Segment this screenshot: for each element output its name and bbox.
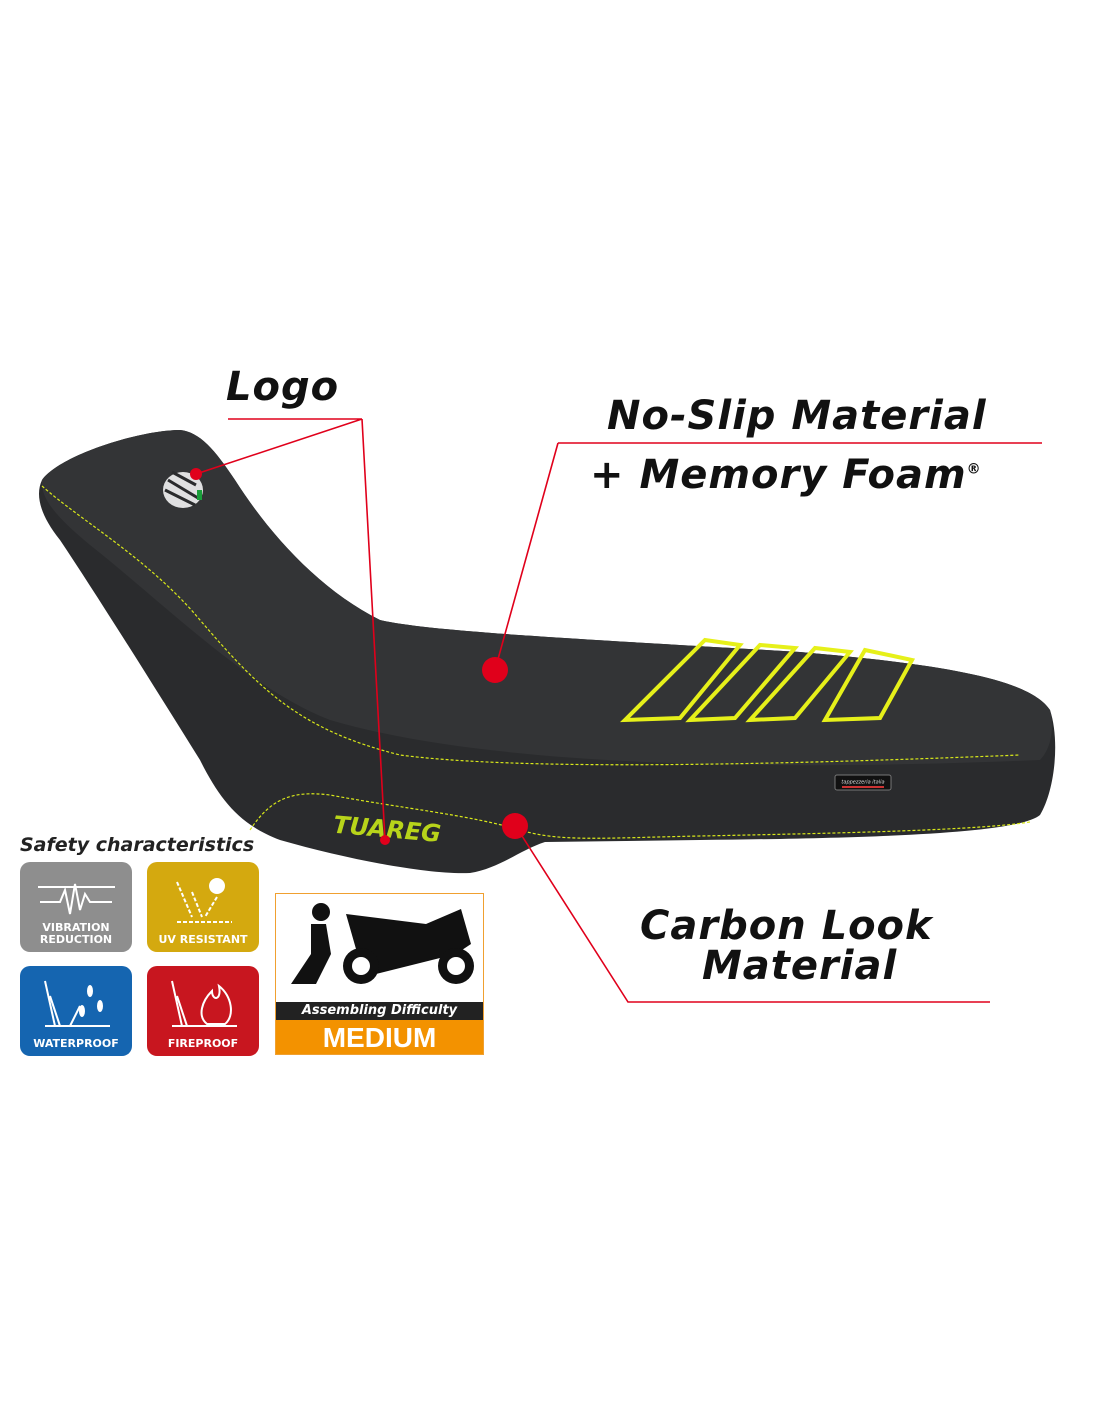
badge-fireproof: FIREPROOF — [147, 966, 259, 1056]
badge-label: VIBRATION — [42, 921, 110, 934]
water-drops-icon — [44, 980, 110, 1027]
badge-label: UV RESISTANT — [158, 933, 248, 946]
badge-waterproof: WATERPROOF — [20, 966, 132, 1056]
flame-icon — [171, 980, 237, 1027]
registered-mark: ® — [966, 461, 982, 478]
seat-stitching-lower — [249, 793, 1031, 839]
badge-label: REDUCTION — [39, 933, 113, 946]
mechanic-motorcycle-icon — [291, 903, 474, 984]
badge-uv-resistant: UV RESISTANT — [147, 862, 259, 952]
seat-stitching — [41, 485, 1021, 766]
difficulty-caption: Assembling Difficulty — [276, 1002, 483, 1020]
vibration-icon — [38, 883, 115, 915]
difficulty-level: MEDIUM — [276, 1020, 483, 1054]
callout-lines — [195, 418, 1042, 1003]
callout-carbon-material: Material — [702, 943, 898, 989]
seat-chevron-stripes — [619, 637, 916, 723]
callout-logo: Logo — [226, 364, 340, 410]
brand-tag: tappezzeria italia — [834, 774, 892, 791]
brand-tag-text: tappezzeria italia — [841, 780, 884, 786]
assembling-difficulty-badge: Assembling Difficulty MEDIUM — [275, 893, 484, 1055]
callout-carbon-look: Carbon Look — [640, 903, 933, 949]
seat-top-shade — [41, 430, 1052, 766]
callout-no-slip: No-Slip Material — [607, 393, 987, 439]
seat-logo-emblem — [163, 470, 203, 508]
callout-dots — [190, 468, 528, 845]
safety-title: Safety characteristics — [20, 834, 255, 856]
callout-memory-foam: + Memory Foam® — [590, 452, 982, 498]
badge-label: WATERPROOF — [33, 1037, 119, 1050]
badge-label: FIREPROOF — [167, 1037, 239, 1050]
callout-memory-foam-text: + Memory Foam — [590, 452, 967, 498]
uv-sun-icon — [176, 878, 232, 923]
